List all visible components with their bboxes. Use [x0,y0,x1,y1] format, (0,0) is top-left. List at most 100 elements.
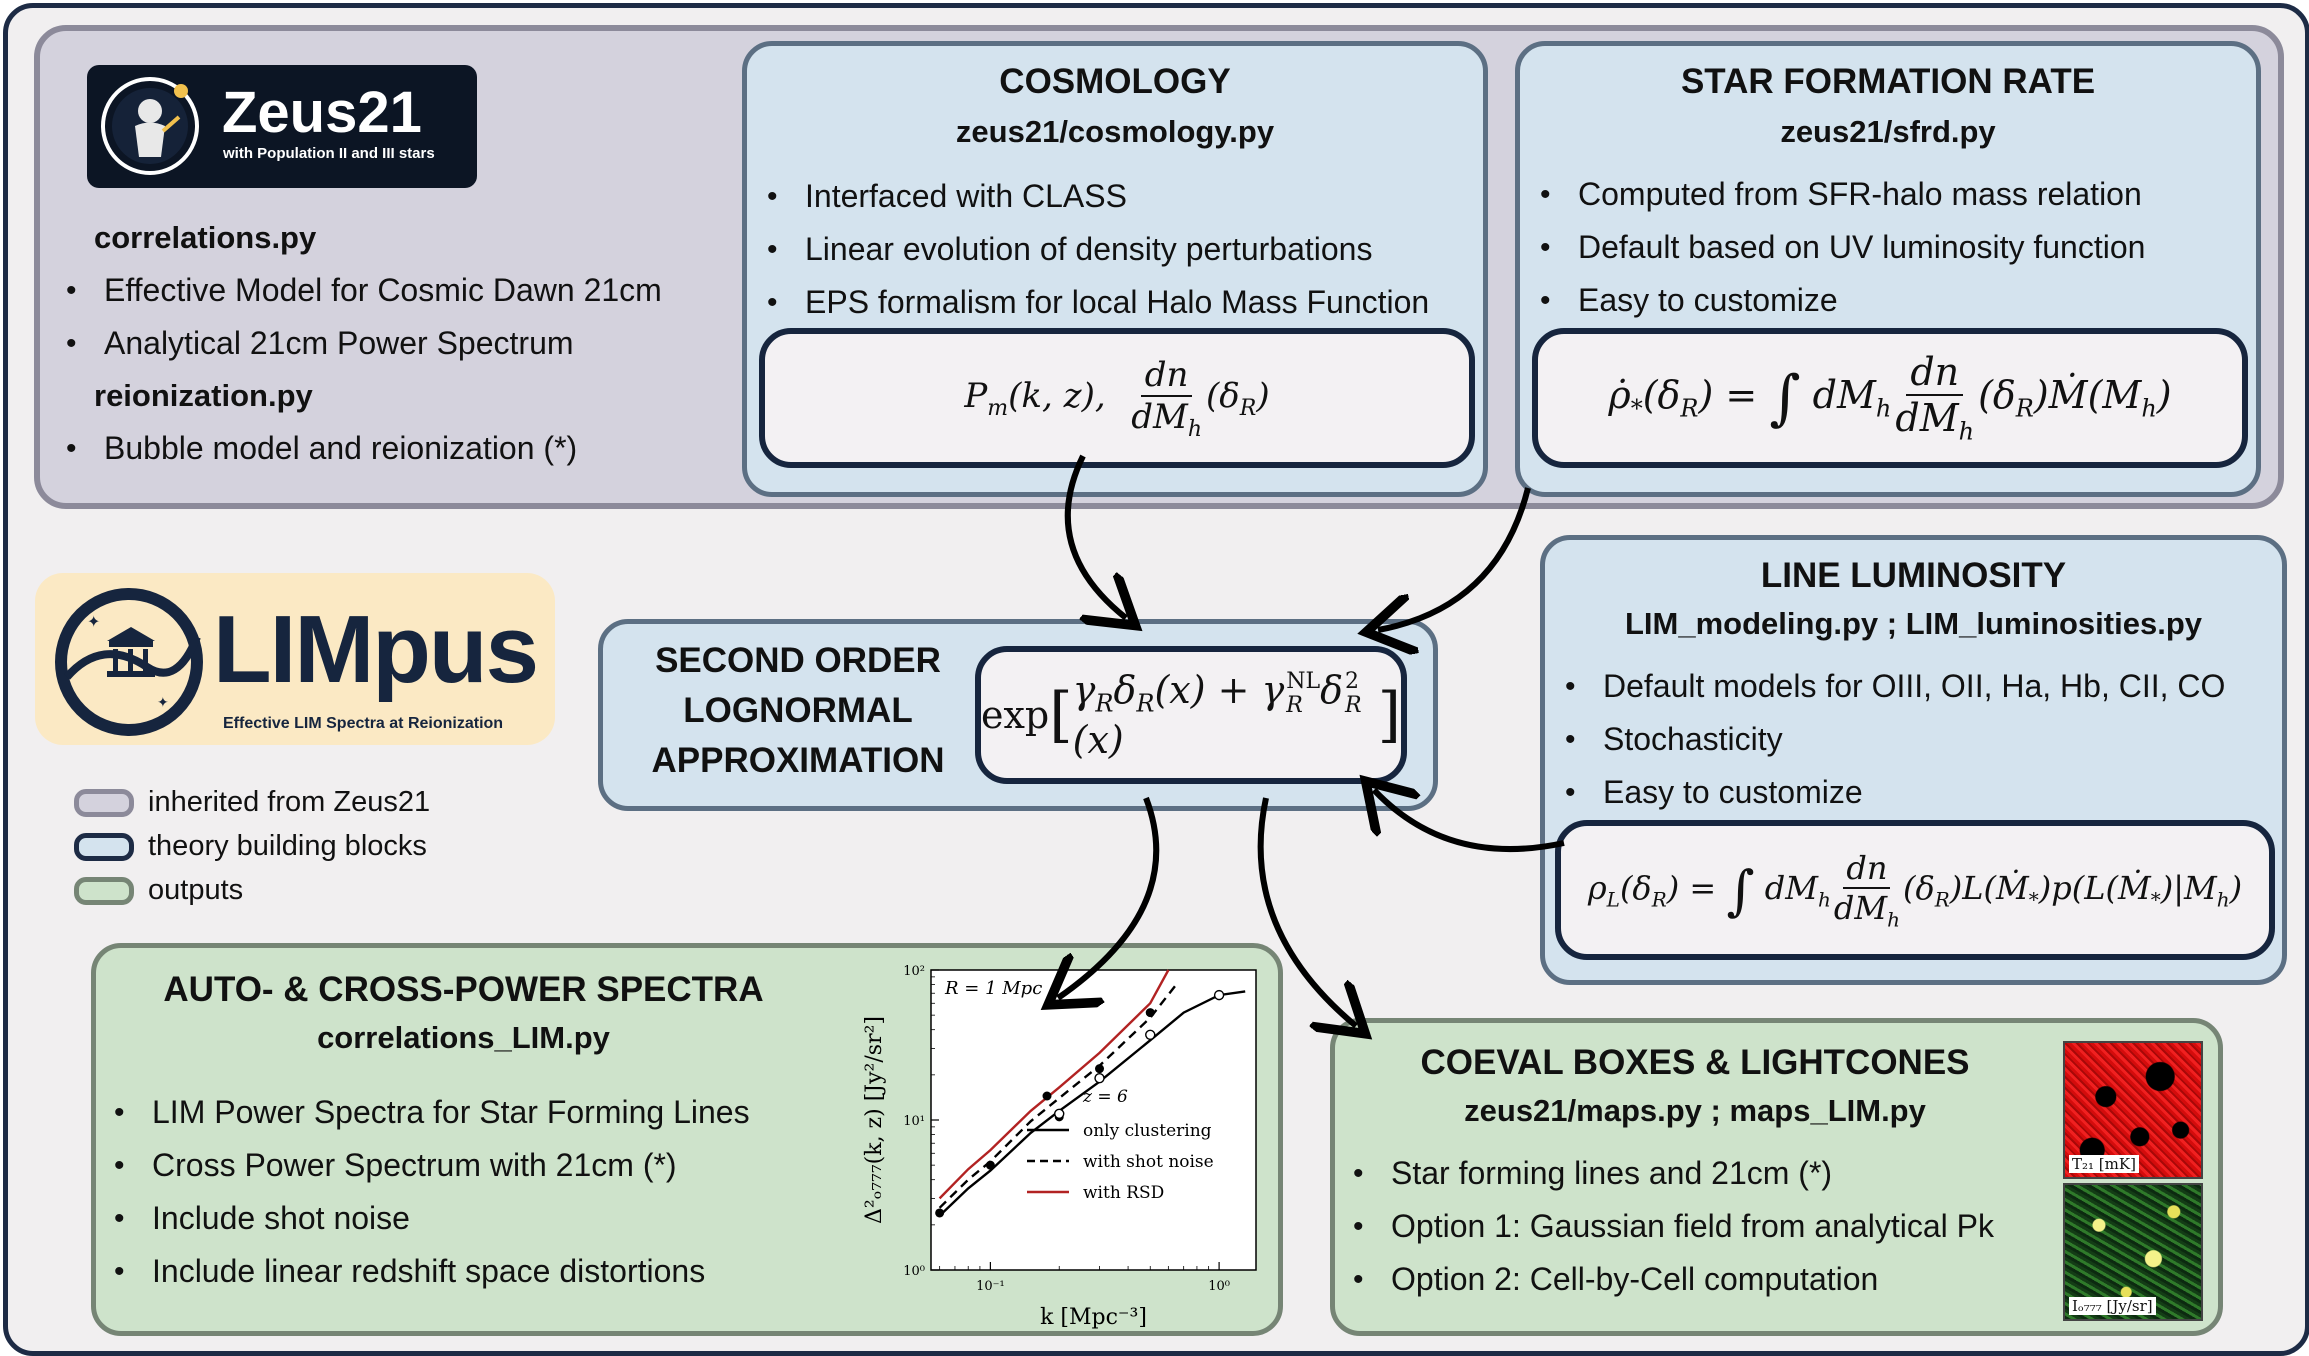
list-item: Default based on UV luminosity function [1532,221,2145,274]
t21-map-thumbnail: T₂₁ [mK] [2063,1041,2203,1179]
coeval-items: Star forming lines and 21cm (*) Option 1… [1345,1147,1994,1306]
lognormal-box: SECOND ORDER LOGNORMAL APPROXIMATION exp… [598,619,1438,811]
x-tick-label: 10⁻¹ [976,1279,1005,1294]
power-spectra-items: LIM Power Spectra for Star Forming Lines… [106,1086,750,1298]
coeval-box: COEVAL BOXES & LIGHTCONES zeus21/maps.py… [1330,1018,2223,1336]
x-tick-label: 10⁰ [1208,1279,1230,1294]
coeval-file: zeus21/maps.py ; maps_LIM.py [1464,1093,1926,1128]
lognormal-title-line: APPROXIMATION [651,741,945,780]
list-item: Cross Power Spectrum with 21cm (*) [106,1139,750,1192]
data-point-open [1094,1072,1105,1084]
series-line [938,983,1178,1209]
correlations-file: correlations.py [94,220,317,255]
oiii-map-thumbnail: Iₒ₇₇₇ [Jy/sr] [2063,1183,2203,1321]
data-point-open [1145,1029,1156,1040]
zeus21-logo-tagline: with Population II and III stars [223,145,435,162]
zeus-figure-icon [101,77,199,175]
list-item: Default models for OIII, OII, Ha, Hb, CI… [1557,660,2225,713]
sfr-items: Computed from SFR-halo mass relation Def… [1532,168,2145,327]
plot-area [930,969,1257,1271]
legend-label: only clustering [1083,1121,1212,1141]
diagram-frame: Zeus21 with Population II and III stars … [3,3,2309,1356]
limpus-logo-tagline: Effective LIM Spectra at Reionization [223,715,504,732]
data-point-open [1213,989,1225,1001]
list-item: Bubble model and reionization (*) [58,422,577,475]
cosmology-items: Interfaced with CLASS Linear evolution o… [759,170,1429,329]
limpus-logo-name: LIMpus [213,596,539,703]
sfr-file: zeus21/sfrd.py [1780,114,1996,149]
t21-map-label: T₂₁ [mK] [2069,1155,2139,1173]
reionization-items: Bubble model and reionization (*) [58,422,577,475]
list-item: Include linear redshift space distortion… [106,1245,750,1298]
power-spectra-file: correlations_LIM.py [317,1020,610,1055]
legend-label: theory building blocks [148,830,427,862]
legend-label: with shot noise [1083,1152,1214,1172]
cosmology-formula: Pm(k, z), dn dMh (δR) [759,328,1475,468]
svg-text:✦: ✦ [157,695,169,711]
list-item: Stochasticity [1557,713,2225,766]
line-luminosity-items: Default models for OIII, OII, Ha, Hb, CI… [1557,660,2225,819]
list-item: Interfaced with CLASS [759,170,1429,223]
cosmology-box: COSMOLOGY zeus21/cosmology.py Interfaced… [742,41,1488,497]
power-spectra-title: AUTO- & CROSS-POWER SPECTRA [163,970,764,1009]
reionization-file: reionization.py [94,378,313,413]
legend-label: outputs [148,874,244,906]
list-item: Include shot noise [106,1192,750,1245]
list-item: Computed from SFR-halo mass relation [1532,168,2145,221]
oiii-map-label: Iₒ₇₇₇ [Jy/sr] [2069,1297,2156,1315]
data-point-filled [935,1208,945,1218]
lognormal-title-line: LOGNORMAL [683,691,913,730]
cosmology-file: zeus21/cosmology.py [955,114,1275,149]
arrow-sfr-to-lognormal [1378,487,1531,630]
sfr-title: STAR FORMATION RATE [1680,62,2096,101]
list-item: Easy to customize [1557,766,2225,819]
list-item: Effective Model for Cosmic Dawn 21cm [58,264,662,317]
list-item: EPS formalism for local Halo Mass Functi… [759,276,1429,329]
temple-icon: ✦ ✦ [55,588,203,736]
list-item: Option 2: Cell-by-Cell computation [1345,1253,1994,1306]
lognormal-title: SECOND ORDER LOGNORMAL APPROXIMATION [623,636,973,786]
line-luminosity-box: LINE LUMINOSITY LIM_modeling.py ; LIM_lu… [1540,535,2287,985]
line-luminosity-title: LINE LUMINOSITY [1760,556,2067,595]
zeus21-logo: Zeus21 with Population II and III stars [87,65,477,188]
zeus21-logo-name: Zeus21 [222,80,422,145]
chart-annotation: R = 1 Mpc [944,978,1042,999]
x-axis-label: k [Mpc⁻³] [1040,1305,1147,1330]
series-line [938,990,1246,1217]
legend-title: z = 6 [1082,1087,1128,1107]
coeval-title: COEVAL BOXES & LIGHTCONES [1420,1043,1970,1082]
limpus-logo: ✦ ✦ LIMpus Effective LIM Spectra at Reio… [35,573,555,745]
legend-label: with RSD [1083,1183,1164,1203]
data-point-open [1054,1108,1065,1119]
y-tick-label: 10² [903,964,925,979]
sfr-box: STAR FORMATION RATE zeus21/sfrd.py Compu… [1515,41,2261,497]
legend-item-theory: theory building blocks [74,830,427,863]
legend-item-inherited: inherited from Zeus21 [74,786,430,819]
list-item: LIM Power Spectra for Star Forming Lines [106,1086,750,1139]
list-item: Linear evolution of density perturbation… [759,223,1429,276]
legend-label: inherited from Zeus21 [148,786,431,818]
lognormal-title-line: SECOND ORDER [655,641,941,680]
line-luminosity-formula: ρL(δR) = ∫ dMh dn dMh (δR)L(Ṁ*)p(L(Ṁ*)|M… [1555,820,2275,960]
cosmology-title: COSMOLOGY [999,62,1231,101]
y-tick-label: 10⁰ [903,1264,925,1279]
list-item: Option 1: Gaussian field from analytical… [1345,1200,1994,1253]
list-item: Analytical 21cm Power Spectrum [58,317,662,370]
list-item: Star forming lines and 21cm (*) [1345,1147,1994,1200]
data-point-filled [1145,1008,1155,1018]
line-luminosity-file: LIM_modeling.py ; LIM_luminosities.py [1625,606,2202,641]
legend-swatch [74,832,134,861]
power-spectra-box: AUTO- & CROSS-POWER SPECTRA correlations… [91,943,1283,1336]
svg-text:✦: ✦ [87,612,100,631]
legend-item-outputs: outputs [74,874,243,907]
list-item: Easy to customize [1532,274,2145,327]
legend-swatch [74,876,134,905]
y-axis-label: Δ²ₒ₇₇₇(k, z) [Jy²/sr²] [862,1016,887,1224]
legend-marker [1042,1091,1052,1101]
sfr-formula: ρ̇*(δR) = ∫ dMh dn dMh (δR)Ṁ(Mh) [1532,328,2248,468]
data-point-filled [1095,1064,1105,1074]
correlations-items: Effective Model for Cosmic Dawn 21cm Ana… [58,264,662,370]
legend-swatch [74,788,134,817]
